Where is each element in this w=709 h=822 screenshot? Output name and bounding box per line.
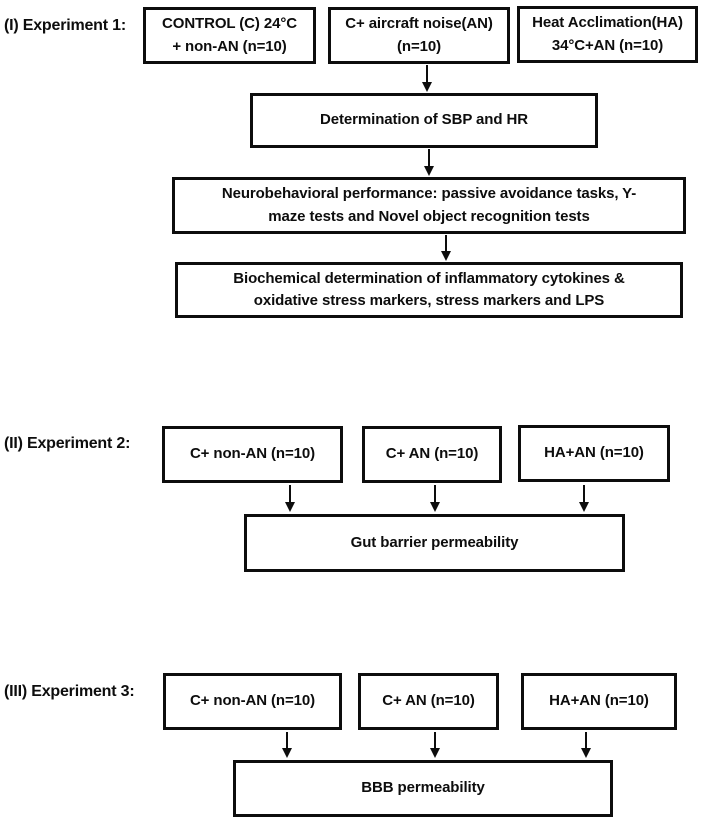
experiment-2-label: (II) Experiment 2: [4,435,131,452]
down-arrow [423,149,435,176]
experiment-1-label: (I) Experiment 1: [4,17,126,34]
down-arrow [440,235,452,261]
group-box-c-non-an: C+ non-AN (n=10) [162,426,343,483]
step-box-neurobehavioral-line1: Neurobehavioral performance: passive avo… [221,185,637,202]
arrow-stem [428,149,430,166]
group-box-heat-acclimation-line1: Heat Acclimation(HA) [532,14,683,31]
arrow-head-icon [441,251,451,261]
arrow-head-icon [581,748,591,758]
arrow-stem [426,65,428,82]
step-box-biochemical: Biochemical determination of inflammator… [175,262,683,318]
step-box-neurobehavioral: Neurobehavioral performance: passive avo… [172,177,686,234]
group-box-aircraft-noise: C+ aircraft noise(AN) (n=10) [328,7,510,64]
arrow-head-icon [285,502,295,512]
outcome-box-gut-permeability: Gut barrier permeability [244,514,625,572]
arrow-head-icon [424,166,434,176]
down-arrow [421,65,433,92]
group-box-control-line2: + non-AN (n=10) [172,37,287,55]
group-box-ha-an-text: HA+AN (n=10) [549,692,649,710]
arrow-head-icon [430,502,440,512]
arrow-head-icon [430,748,440,758]
down-arrow [429,732,441,758]
group-box-c-non-an: C+ non-AN (n=10) [163,673,342,730]
group-box-heat-acclimation-line2: 34°C+AN (n=10) [551,36,664,54]
step-box-sbp-hr: Determination of SBP and HR [250,93,598,148]
arrow-head-icon [579,502,589,512]
group-box-aircraft-noise-line1: C+ aircraft noise(AN) [345,15,493,32]
down-arrow [429,485,441,512]
step-box-neurobehavioral-line2: maze tests and Novel object recognition … [268,207,590,225]
down-arrow [580,732,592,758]
group-box-control-line1: CONTROL (C) 24°C [162,15,297,32]
down-arrow [284,485,296,512]
arrow-stem [585,732,587,748]
group-box-c-an: C+ AN (n=10) [358,673,499,730]
arrow-stem [289,485,291,502]
down-arrow [578,485,590,512]
group-box-c-non-an-text: C+ non-AN (n=10) [189,445,316,463]
group-box-c-an-text: C+ AN (n=10) [385,445,479,463]
group-box-c-an: C+ AN (n=10) [362,426,502,483]
outcome-box-bbb-permeability: BBB permeability [233,760,613,817]
group-box-ha-an: HA+AN (n=10) [521,673,677,730]
arrow-stem [434,485,436,502]
group-box-control: CONTROL (C) 24°C + non-AN (n=10) [143,7,316,64]
step-box-biochemical-line2: oxidative stress markers, stress markers… [253,292,605,309]
group-box-heat-acclimation: Heat Acclimation(HA) 34°C+AN (n=10) [517,6,698,63]
outcome-box-gut-permeability-text: Gut barrier permeability [350,533,519,551]
arrow-stem [583,485,585,502]
outcome-box-bbb-permeability-text: BBB permeability [361,779,485,797]
group-box-ha-an-text: HA+AN (n=10) [544,444,644,462]
step-box-biochemical-line1: Biochemical determination of inflammator… [233,269,625,287]
group-box-c-an-text: C+ AN (n=10) [382,692,475,710]
group-box-aircraft-noise-line2: (n=10) [397,37,441,55]
down-arrow [281,732,293,758]
group-box-c-non-an-text: C+ non-AN (n=10) [189,692,316,710]
experiment-3-label: (III) Experiment 3: [4,683,135,700]
arrow-stem [286,732,288,748]
group-box-ha-an: HA+AN (n=10) [518,425,670,482]
arrow-stem [434,732,436,748]
arrow-head-icon [282,748,292,758]
step-box-sbp-hr-text: Determination of SBP and HR [320,111,528,129]
arrow-head-icon [422,82,432,92]
arrow-stem [445,235,447,251]
